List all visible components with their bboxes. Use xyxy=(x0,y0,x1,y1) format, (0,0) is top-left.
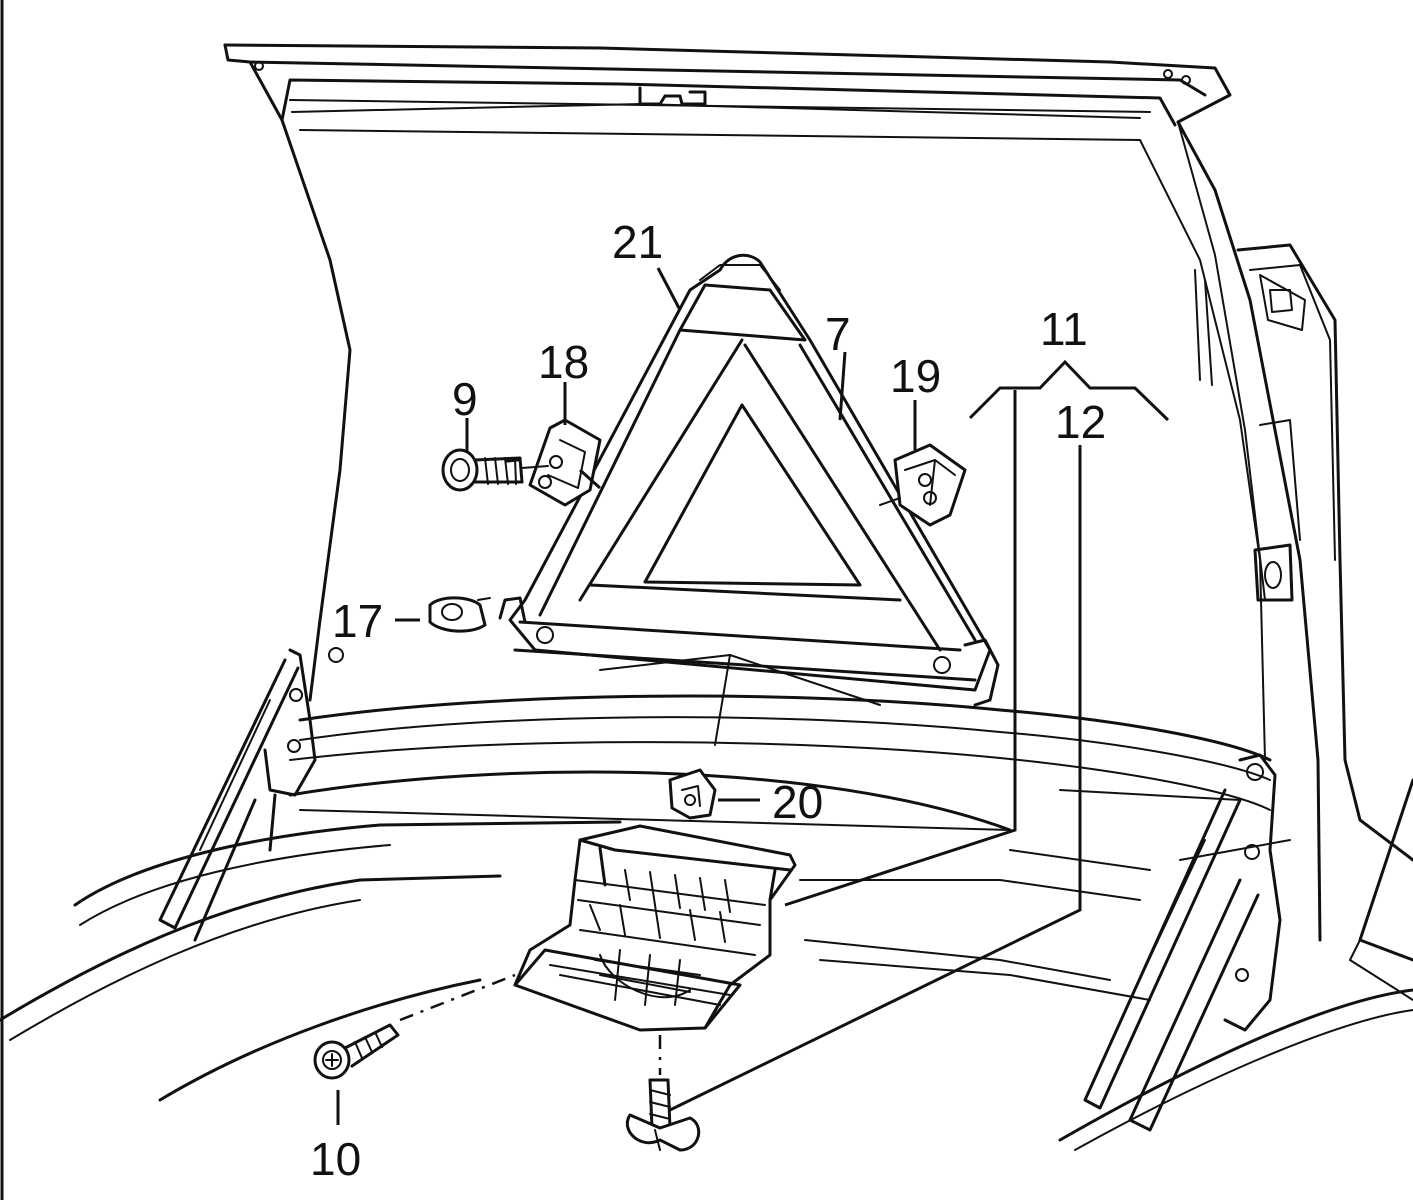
callout-21: 21 xyxy=(612,216,663,268)
right-body-panel xyxy=(1058,243,1413,1151)
callout-7: 7 xyxy=(825,308,851,360)
trunk-opening-body xyxy=(0,789,1291,1102)
trunk-lid-outline xyxy=(223,43,1322,942)
screw-10 xyxy=(313,1023,400,1080)
callout-20: 20 xyxy=(772,776,823,828)
clip-17 xyxy=(428,596,491,633)
leader-lines xyxy=(336,267,1170,1125)
assembly-lines xyxy=(399,458,662,1075)
callout-19: 19 xyxy=(890,350,941,402)
warning-triangle xyxy=(498,253,1000,746)
callout-17: 17 xyxy=(332,595,383,647)
callout-10: 10 xyxy=(310,1133,361,1185)
lid-inner-panel xyxy=(288,694,1272,832)
screw-9 xyxy=(441,448,549,492)
callout-11: 11 xyxy=(1040,303,1088,355)
wing-bolt-12 xyxy=(625,1078,701,1152)
tool-kit-box xyxy=(513,824,797,1032)
callout-18: 18 xyxy=(538,336,589,388)
left-hinge-strut xyxy=(158,647,344,942)
clip-20 xyxy=(668,768,717,820)
right-hinge-strut xyxy=(1083,753,1282,1132)
bracket-19 xyxy=(879,443,967,527)
callout-12: 12 xyxy=(1055,396,1106,448)
callout-labels: 21 7 11 12 18 19 9 17 20 10 xyxy=(310,216,1106,1185)
callout-9: 9 xyxy=(452,373,478,425)
